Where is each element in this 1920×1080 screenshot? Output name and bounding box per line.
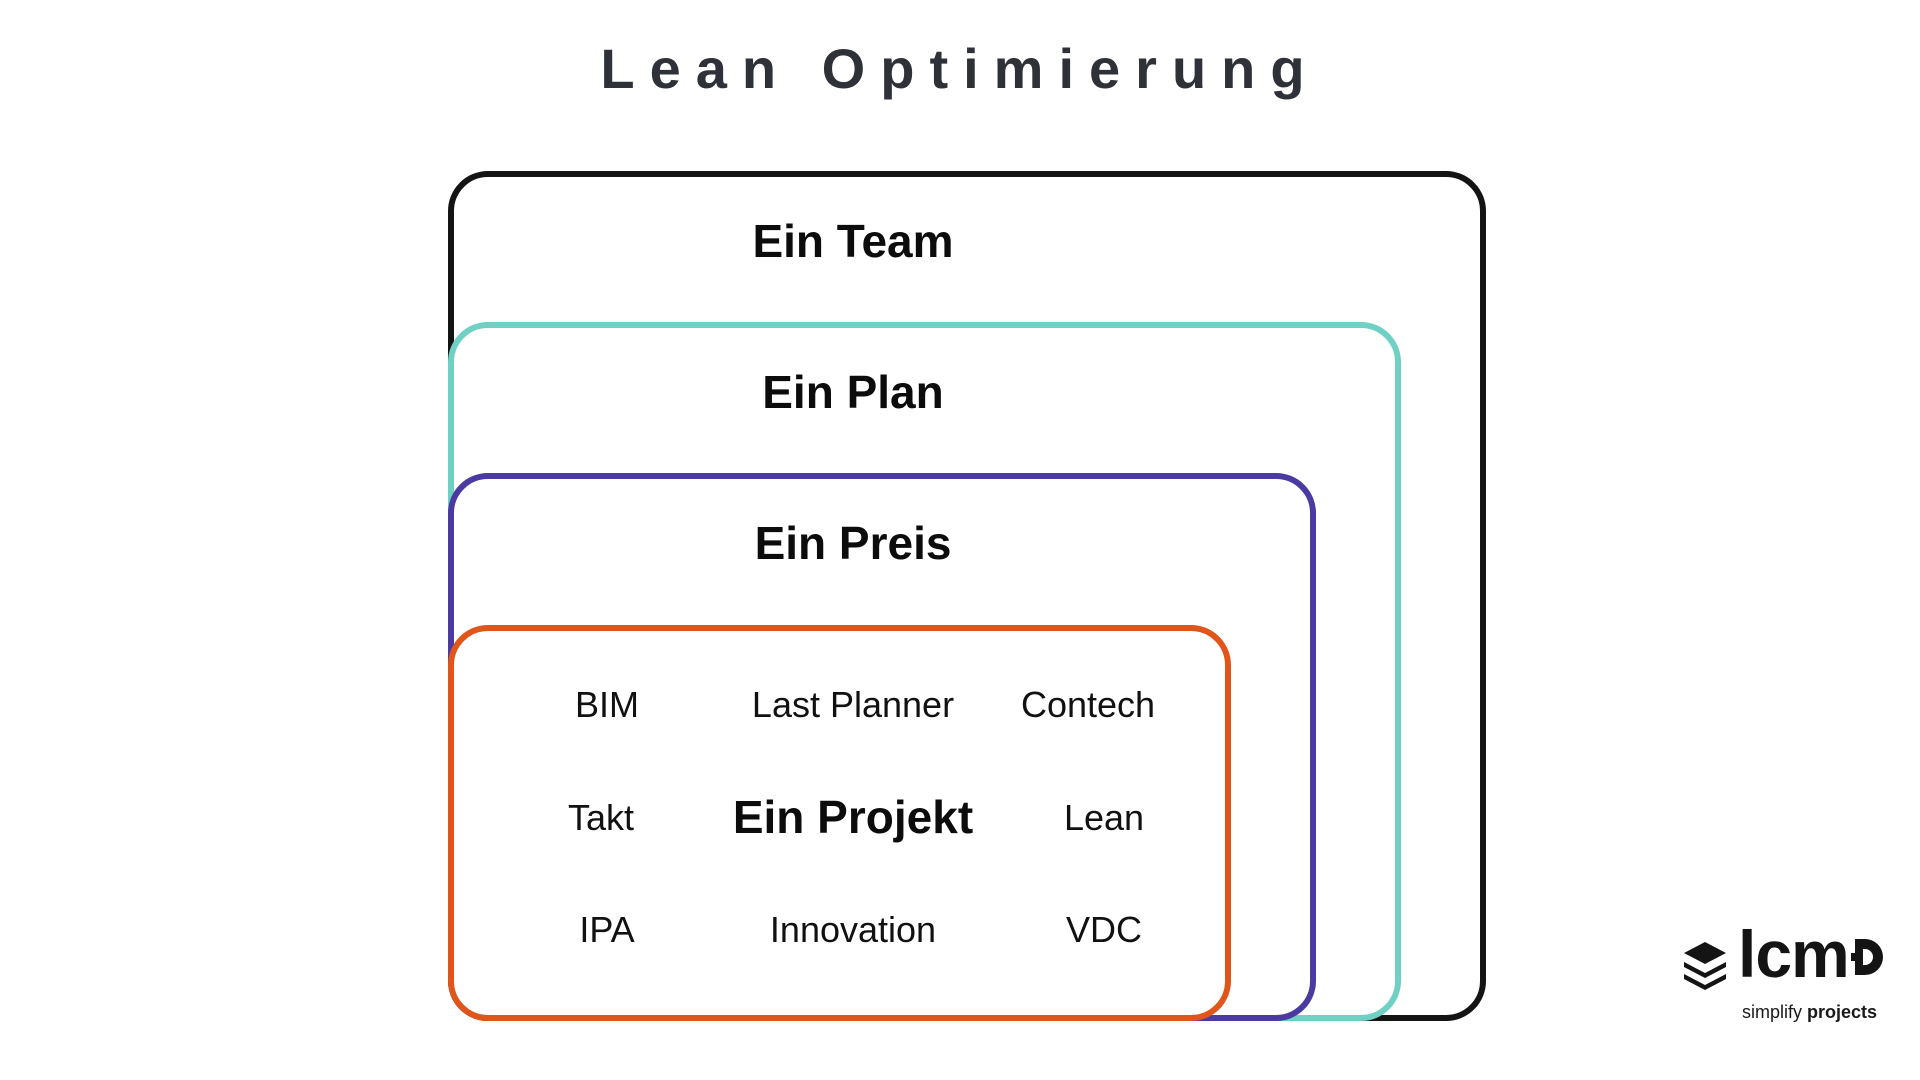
logo-tagline: simplify projects [1742, 1002, 1877, 1023]
term-lean: Lean [1063, 797, 1145, 838]
projekt-label: Ein Projekt [732, 791, 974, 843]
term-last-planner: Last Planner [751, 684, 955, 725]
term-innovation: Innovation [769, 909, 937, 950]
team-label: Ein Team [752, 215, 954, 267]
term-ipa: IPA [579, 909, 635, 950]
projekt-box [448, 625, 1231, 1021]
term-contech: Contech [1020, 684, 1156, 725]
preis-label: Ein Preis [754, 517, 952, 569]
term-takt: Takt [567, 797, 635, 838]
logo-tag-prefix: simplify [1742, 1002, 1803, 1022]
logo-wordmark: lcm [1738, 916, 1885, 992]
page-title: Lean Optimierung [600, 37, 1320, 100]
term-vdc: VDC [1065, 909, 1142, 950]
logo: lcm simplify projects [1682, 917, 1902, 1030]
logo-tag-suffix: projects [1807, 1002, 1878, 1022]
plan-label: Ein Plan [762, 366, 944, 418]
term-bim: BIM [574, 684, 639, 725]
logo-word: lcm [1738, 917, 1850, 991]
stacked-layers-icon [1684, 942, 1726, 990]
logo-d-icon [1850, 939, 1883, 975]
